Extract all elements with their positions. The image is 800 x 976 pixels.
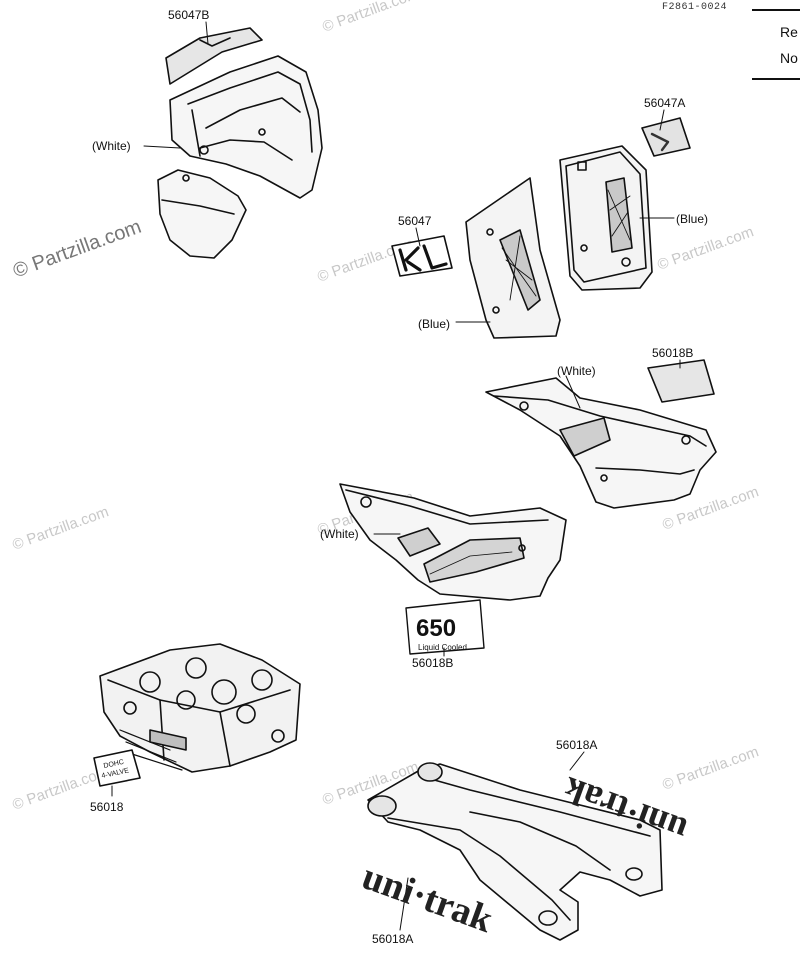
decal-56018-dohc <box>93 749 141 787</box>
label-blue-right: (Blue) <box>676 212 709 226</box>
label-56047A: 56047A <box>644 96 686 110</box>
label-56047B: 56047B <box>168 8 210 22</box>
label-56018: 56018 <box>90 800 124 814</box>
decal-kl <box>391 235 453 277</box>
label-blue-left: (Blue) <box>418 317 451 331</box>
label-white-side: (White) <box>320 527 359 541</box>
label-56018B-rear: 56018B <box>652 346 694 360</box>
label-56018B-650: 56018B <box>412 656 454 670</box>
side-cover-right-blue <box>559 145 653 291</box>
side-cover-left-blue <box>465 177 561 339</box>
header-rule-top <box>752 9 800 11</box>
decal-650 <box>405 599 485 655</box>
label-56018A-top: 56018A <box>556 738 598 752</box>
label-56018A-bottom: 56018A <box>372 932 414 946</box>
upper-fairing <box>157 27 323 259</box>
decal-650-liquid: Liquid Cooled <box>418 643 467 652</box>
label-56047: 56047 <box>398 214 432 228</box>
side-cover-white <box>339 483 567 601</box>
decal-dohc-text: DOHC <box>103 759 125 770</box>
decal-650-number: 650 <box>416 615 456 642</box>
decal-56047A <box>641 117 691 157</box>
decal-56018B-rear <box>647 359 715 403</box>
cylinder-head <box>99 643 301 773</box>
drawing-code: F2861-0024 <box>662 2 728 13</box>
corner-text-1: Re <box>780 24 798 40</box>
label-white-rear: (White) <box>557 364 596 378</box>
swingarm <box>367 762 663 941</box>
rear-cowl-white <box>485 377 717 509</box>
header-rule-bottom <box>752 78 800 80</box>
label-white-fairing: (White) <box>92 139 131 153</box>
leader-lines <box>111 21 681 931</box>
corner-text-2: No <box>780 50 798 66</box>
